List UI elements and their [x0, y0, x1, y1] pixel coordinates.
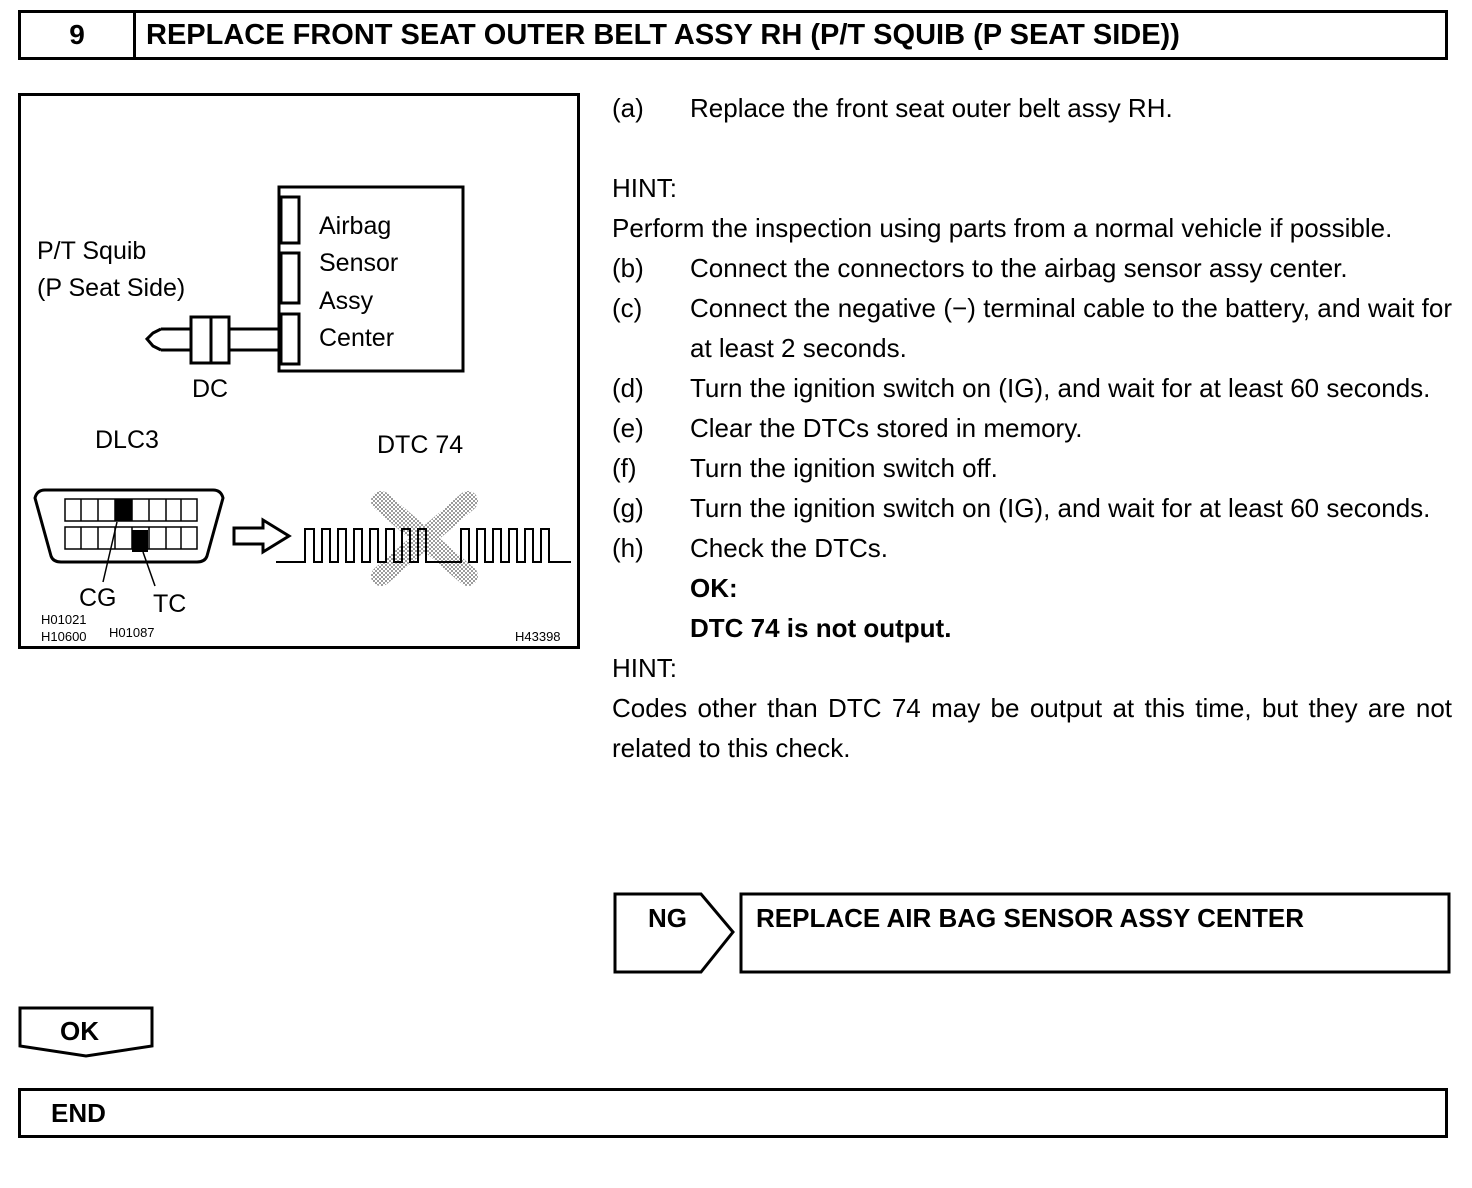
- wiring-figure: Airbag Sensor Assy Center P/T Squib (P S…: [18, 93, 580, 649]
- ref-4: H43398: [515, 629, 561, 644]
- step-e: (e) Clear the DTCs stored in memory.: [612, 408, 1452, 448]
- hint-1-label: HINT:: [612, 173, 677, 203]
- sensor-label-4: Center: [319, 324, 394, 352]
- ref-1: H01021: [41, 612, 87, 627]
- step-number: 9: [21, 13, 136, 57]
- step-a-text: Replace the front seat outer belt assy R…: [690, 93, 1173, 123]
- step-a: (a) Replace the front seat outer belt as…: [612, 88, 1452, 128]
- step-g: (g) Turn the ignition switch on (IG), an…: [612, 488, 1452, 528]
- step-d-label: (d): [612, 373, 644, 403]
- ok-heading: OK:: [690, 573, 738, 603]
- step-g-text: Turn the ignition switch on (IG), and wa…: [690, 493, 1431, 523]
- step-b: (b) Connect the connectors to the airbag…: [612, 248, 1452, 288]
- step-h-text: Check the DTCs.: [690, 533, 888, 563]
- step-b-text: Connect the connectors to the airbag sen…: [690, 253, 1348, 283]
- ok-branch-drawing: OK: [18, 1006, 154, 1058]
- ok-text: DTC 74 is not output.: [690, 613, 952, 643]
- ok-label: OK: [60, 1016, 99, 1046]
- hint-1-text: Perform the inspection using parts from …: [612, 213, 1393, 243]
- end-label: END: [51, 1097, 106, 1128]
- hint-2-label: HINT:: [612, 653, 677, 683]
- step-f-label: (f): [612, 453, 637, 483]
- figure-drawing: Airbag Sensor Assy Center P/T Squib (P S…: [33, 185, 571, 644]
- squib-label-2: (P Seat Side): [37, 274, 185, 302]
- sensor-connector-3: [279, 312, 301, 366]
- ng-action-box: [739, 892, 1451, 974]
- arrow-icon: [232, 517, 292, 555]
- airbag-sensor-box: [277, 185, 465, 373]
- ok-result: DTC 74 is not output.: [612, 608, 1452, 648]
- step-d-text: Turn the ignition switch on (IG), and wa…: [690, 373, 1431, 403]
- tc-label: TC: [153, 590, 186, 618]
- sensor-label-1: Airbag: [319, 212, 391, 240]
- step-d: (d) Turn the ignition switch on (IG), an…: [612, 368, 1452, 408]
- step-g-label: (g): [612, 493, 644, 523]
- cross-out-mark: [371, 491, 478, 586]
- sensor-label-2: Sensor: [319, 249, 398, 277]
- step-header: 9 REPLACE FRONT SEAT OUTER BELT ASSY RH …: [18, 10, 1448, 60]
- ng-arrow-shape: [613, 892, 735, 974]
- step-f-text: Turn the ignition switch off.: [690, 453, 998, 483]
- step-c: (c) Connect the negative (−) terminal ca…: [612, 288, 1452, 368]
- dtc-label: DTC 74: [377, 431, 463, 459]
- dc-connector: [144, 315, 281, 365]
- step-c-label: (c): [612, 293, 643, 323]
- tc-leader: [142, 551, 156, 587]
- end-box: END: [18, 1088, 1448, 1138]
- ref-2: H10600: [41, 629, 87, 644]
- dlc3-label: DLC3: [95, 426, 159, 454]
- cg-leader: [102, 521, 118, 583]
- step-b-label: (b): [612, 253, 644, 283]
- sensor-connector-1: [279, 195, 301, 245]
- step-e-label: (e): [612, 413, 644, 443]
- dtc-waveform: [276, 528, 571, 563]
- sensor-connector-2: [279, 251, 301, 305]
- tc-terminal: [132, 530, 148, 552]
- sensor-label-3: Assy: [319, 287, 374, 315]
- squib-label-1: P/T Squib: [37, 237, 146, 265]
- step-title: REPLACE FRONT SEAT OUTER BELT ASSY RH (P…: [146, 18, 1180, 51]
- step-c-text: Connect the negative (−) terminal cable …: [690, 293, 1452, 363]
- ok-arrow-shape: [18, 1006, 154, 1058]
- ref-3: H01087: [109, 625, 155, 640]
- step-h-label: (h): [612, 533, 644, 563]
- ng-label: NG: [648, 903, 687, 933]
- ng-branch-drawing: NG REPLACE AIR BAG SENSOR ASSY CENTER: [613, 892, 1451, 974]
- step-h: (h) Check the DTCs.: [612, 528, 1452, 568]
- hint-2-text: Codes other than DTC 74 may be output at…: [612, 693, 1452, 763]
- ok-condition: OK:: [612, 568, 1452, 608]
- step-f: (f) Turn the ignition switch off.: [612, 448, 1452, 488]
- cg-label: CG: [79, 584, 117, 612]
- ng-action: REPLACE AIR BAG SENSOR ASSY CENTER: [756, 903, 1304, 933]
- procedure-steps: (a) Replace the front seat outer belt as…: [612, 88, 1452, 768]
- cg-terminal: [115, 499, 132, 521]
- step-e-text: Clear the DTCs stored in memory.: [690, 413, 1083, 443]
- ng-branch: NG REPLACE AIR BAG SENSOR ASSY CENTER: [613, 892, 1453, 976]
- step-a-label: (a): [612, 93, 644, 123]
- ok-branch: OK: [18, 1006, 158, 1067]
- dc-label: DC: [192, 375, 228, 403]
